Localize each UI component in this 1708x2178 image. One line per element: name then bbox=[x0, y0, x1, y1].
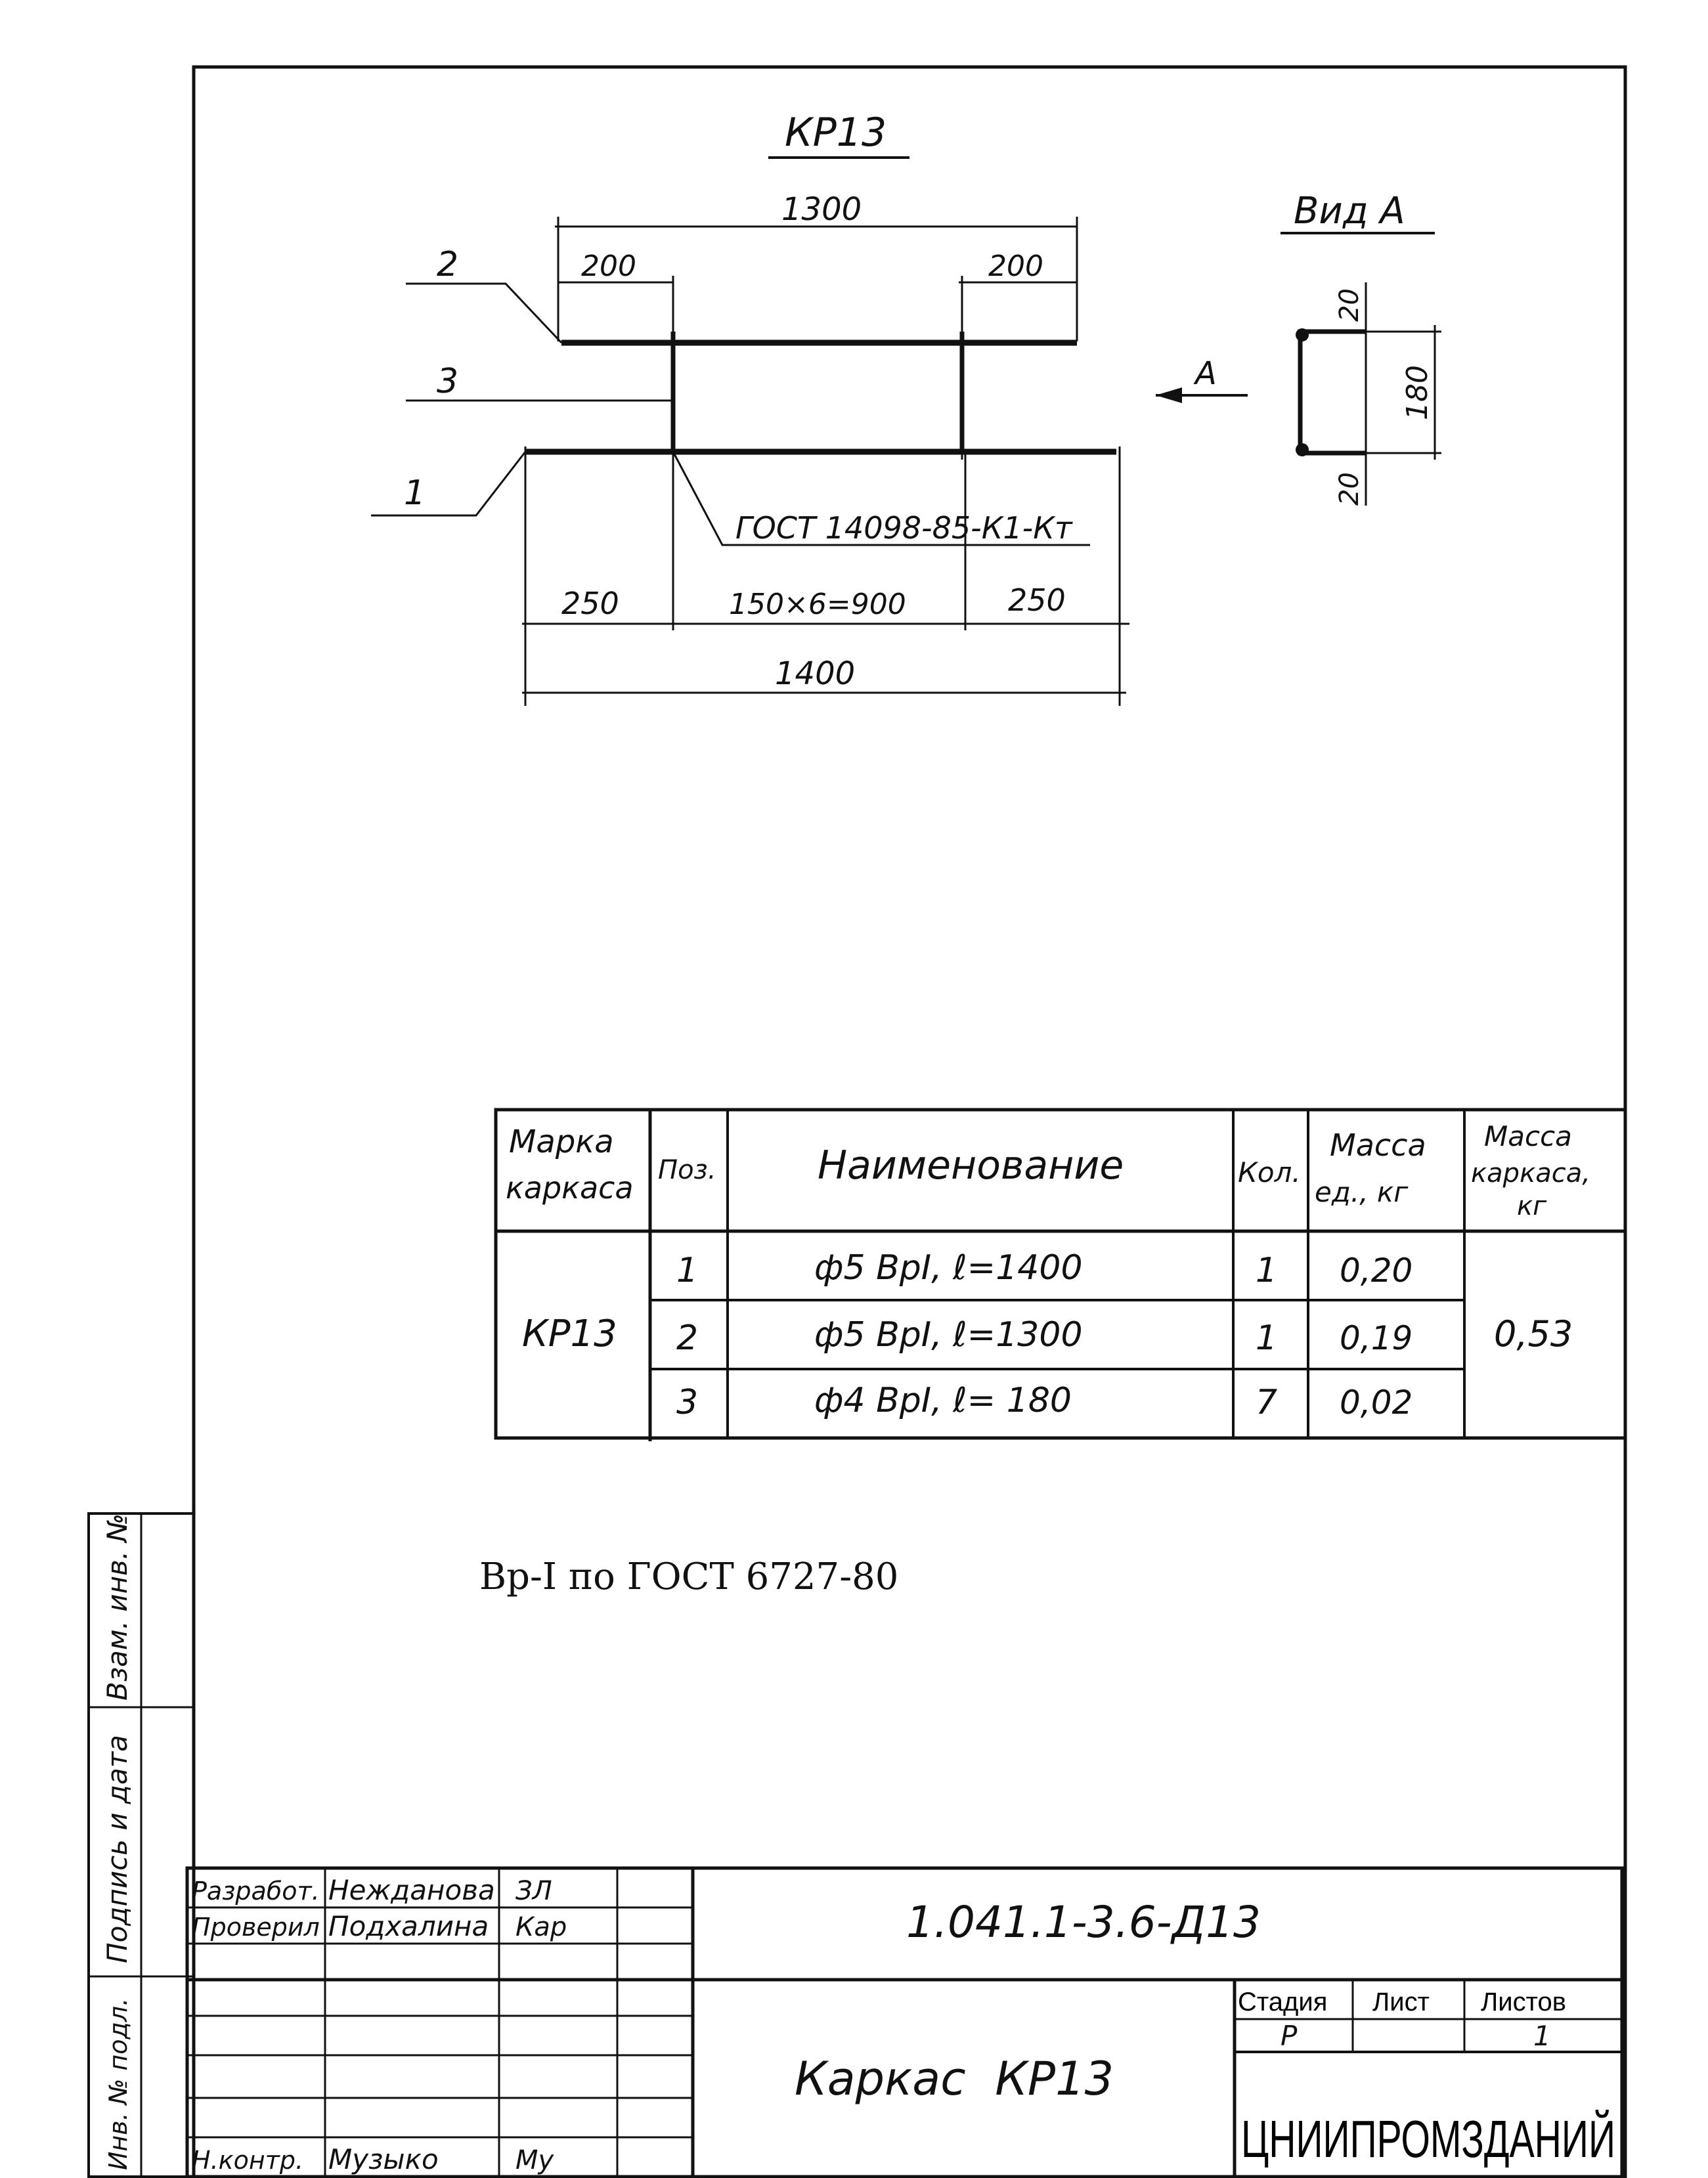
dim-1300: 1300 bbox=[781, 191, 862, 228]
tb-sign-1: ЗЛ bbox=[515, 1876, 552, 1906]
row-2-pos: 2 bbox=[676, 1318, 698, 1358]
dim-250-left: 250 bbox=[561, 586, 619, 621]
hdr-qty: Кол. bbox=[1238, 1156, 1301, 1188]
dim-250-right: 250 bbox=[1008, 582, 1066, 618]
hdr-frame-mass-3: кг bbox=[1517, 1191, 1547, 1221]
hdr-name: Наименование bbox=[818, 1143, 1124, 1188]
row-1-mass: 0,20 bbox=[1340, 1252, 1412, 1290]
dim-200-right: 200 bbox=[988, 250, 1043, 283]
doc-code: 1.041.1-3.6-Д13 bbox=[906, 1897, 1261, 1948]
callout-3: 3 bbox=[437, 362, 458, 401]
stage-header: Стадия bbox=[1238, 1988, 1327, 2016]
hdr-frame-mass-2: каркаса, bbox=[1471, 1158, 1590, 1188]
tb-sign-3: Му bbox=[515, 2145, 555, 2175]
drawing-title: КР13 bbox=[785, 110, 887, 156]
row-3-pos: 3 bbox=[676, 1383, 698, 1422]
hdr-mark-1: Марка bbox=[509, 1123, 614, 1160]
cell-frame-mass: 0,53 bbox=[1494, 1313, 1573, 1355]
hdr-pos: Поз. bbox=[658, 1155, 716, 1185]
tb-name-2: Подхалина bbox=[328, 1910, 489, 1942]
callout-2: 2 bbox=[437, 245, 458, 284]
dim-1400: 1400 bbox=[775, 655, 855, 692]
row-1-qty: 1 bbox=[1256, 1251, 1277, 1290]
inv-orig-label: Инв. № подл. bbox=[104, 1998, 133, 2170]
hdr-unit-mass-2: ед., кг bbox=[1315, 1176, 1409, 1208]
stage-value: Р bbox=[1281, 2020, 1298, 2052]
arrow-a-label: А bbox=[1193, 355, 1217, 392]
row-3-name: ф4 ВрI, ℓ= 180 bbox=[814, 1381, 1072, 1420]
row-1-pos: 1 bbox=[676, 1251, 698, 1290]
dim-200-left: 200 bbox=[581, 250, 636, 283]
sign-date-label: Подпись и дата bbox=[101, 1735, 133, 1963]
callout-1: 1 bbox=[404, 473, 426, 513]
gost-weld-label: ГОСТ 14098-85-К1-Кт bbox=[735, 510, 1073, 546]
tb-name-1: Нежданова bbox=[328, 1874, 495, 1906]
row-3-qty: 7 bbox=[1256, 1383, 1277, 1422]
view-a-title: Вид А bbox=[1294, 190, 1405, 232]
row-1-name: ф5 ВрI, ℓ=1400 bbox=[814, 1248, 1083, 1288]
org-name: ЦНИИПРОМЗДАНИЙ bbox=[1241, 2109, 1615, 2168]
view-dim-180: 180 bbox=[1401, 365, 1434, 420]
side-stamp: Взам. инв. № Подпись и дата Инв. № подл. bbox=[87, 1512, 195, 2178]
view-a: Вид А 20 180 20 bbox=[1281, 190, 1441, 506]
tb-role-2: Проверил bbox=[192, 1913, 320, 1942]
material-note: Вр-I по ГОСТ 6727-80 bbox=[479, 1556, 898, 1598]
row-3-mass: 0,02 bbox=[1340, 1383, 1412, 1422]
title-block: Разработ. Нежданова ЗЛ Проверил Подхалин… bbox=[185, 1866, 1624, 2178]
tb-sign-2: Кар bbox=[515, 1912, 567, 1942]
row-2-mass: 0,19 bbox=[1340, 1319, 1412, 1357]
row-2-name: ф5 ВрI, ℓ=1300 bbox=[814, 1315, 1083, 1355]
hdr-unit-mass-1: Масса bbox=[1330, 1127, 1426, 1163]
sheet-header: Лист bbox=[1372, 1988, 1430, 2016]
hdr-frame-mass-1: Масса bbox=[1484, 1120, 1572, 1152]
frame-drawing: КР13 1300 200 200 2 3 1 ГОСТ 14098-85-К1… bbox=[371, 110, 1248, 706]
tb-name-3: Музыко bbox=[328, 2143, 439, 2175]
sheet-title: Каркас КР13 bbox=[795, 2052, 1114, 2106]
view-dim-20-top: 20 bbox=[1334, 288, 1365, 322]
spec-table: Марка каркаса Поз. Наименование Кол. Мас… bbox=[494, 1108, 1627, 1441]
row-2-qty: 1 bbox=[1256, 1318, 1277, 1358]
dim-150x6: 150×6=900 bbox=[729, 588, 906, 621]
sheets-header: Листов bbox=[1481, 1988, 1566, 2016]
tb-role-1: Разработ. bbox=[192, 1877, 320, 1906]
inv-replace-label: Взам. инв. № bbox=[101, 1514, 133, 1701]
sheets-value: 1 bbox=[1533, 2020, 1551, 2052]
view-dim-20-bottom: 20 bbox=[1334, 472, 1365, 506]
hdr-mark-2: каркаса bbox=[506, 1170, 634, 1206]
cell-mark: КР13 bbox=[522, 1313, 617, 1355]
tb-role-3: Н.контр. bbox=[192, 2146, 303, 2175]
